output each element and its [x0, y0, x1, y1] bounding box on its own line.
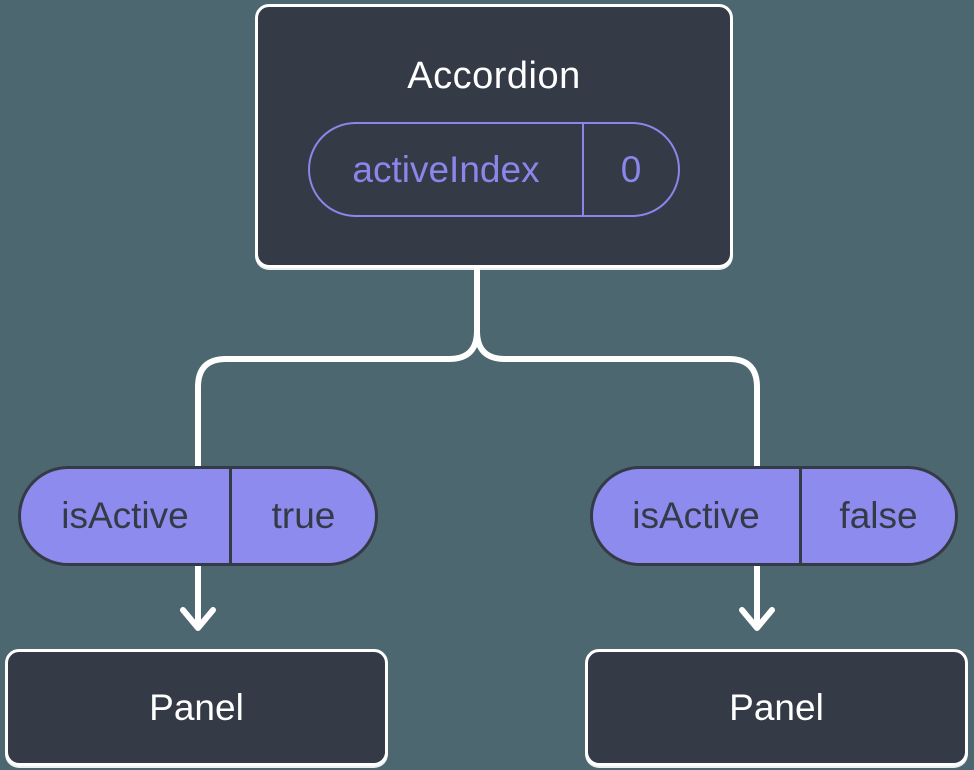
panel-node-right: Panel: [585, 649, 968, 766]
prop-pill-isactive-false: isActive false: [590, 466, 958, 566]
panel-node-left: Panel: [5, 649, 388, 766]
accordion-node-title: Accordion: [407, 55, 581, 97]
prop-name-label: isActive: [632, 495, 760, 536]
state-pill-activeindex: activeIndex 0: [308, 122, 680, 217]
prop-pill-isactive-true: isActive true: [18, 466, 378, 566]
connector-right-branch: [474, 328, 760, 629]
prop-value-label: false: [799, 469, 955, 563]
accordion-node: Accordion activeIndex 0: [255, 4, 733, 268]
panel-node-title: Panel: [149, 686, 244, 728]
prop-name-label: isActive: [61, 495, 189, 536]
prop-value-label: true: [229, 469, 375, 563]
connector-left-branch: [195, 259, 480, 629]
arrowhead-left-icon: [180, 607, 216, 631]
panel-node-title: Panel: [729, 686, 824, 728]
state-value-label: 0: [582, 124, 678, 215]
state-name-label: activeIndex: [352, 148, 540, 190]
arrowhead-right-icon: [739, 607, 775, 631]
